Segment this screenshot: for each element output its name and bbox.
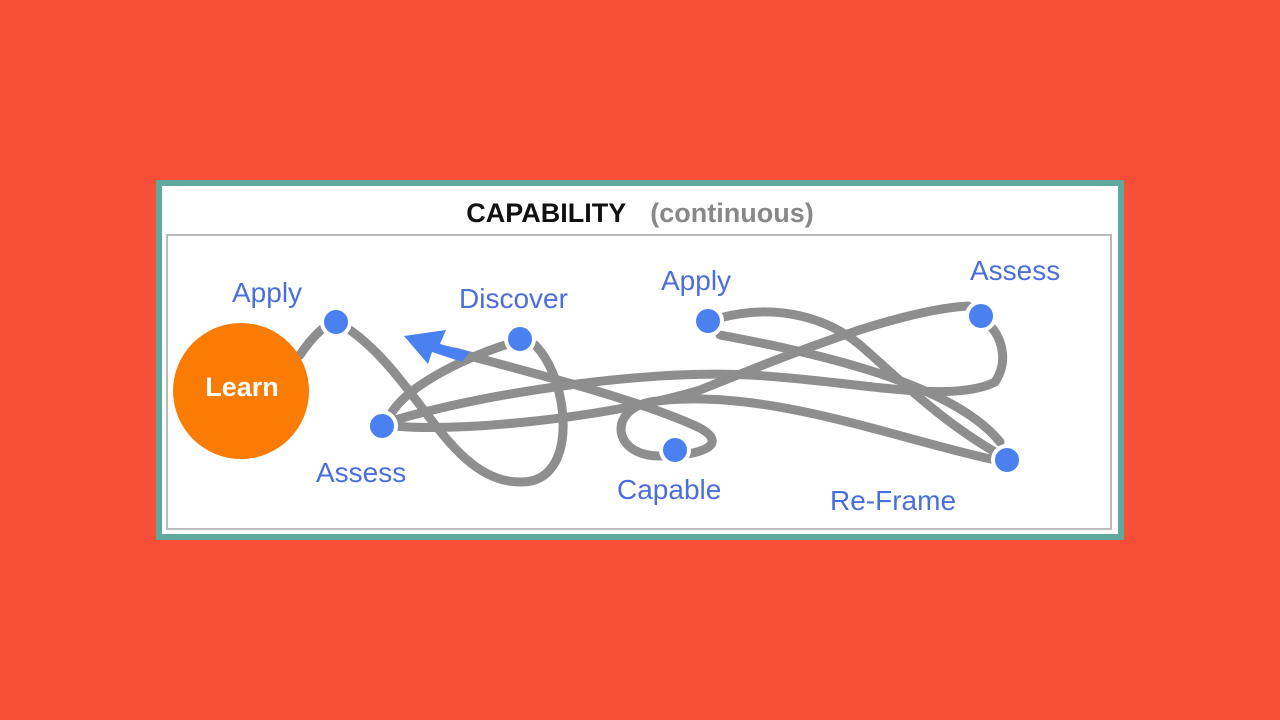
node-assess-1 [366,410,398,442]
title-sub: (continuous) [650,198,814,228]
path-apply-discover-loop [345,325,568,487]
node-discover [504,323,536,355]
diagram-title: CAPABILITY (continuous) [162,198,1118,229]
label-apply-2: Apply [661,265,731,296]
diagram-frame: CAPABILITY (continuous) [156,180,1124,540]
path-apply-top [715,307,1000,457]
path-apply-reframe [715,330,1005,447]
path-discover-assess [387,340,510,417]
label-assess-2: Assess [970,255,1060,286]
learn-label: Learn [205,372,279,402]
learn-circle [173,323,309,459]
direction-arrow-icon [404,330,470,364]
label-apply-1: Apply [232,277,302,308]
node-capable [659,434,691,466]
title-main: CAPABILITY [466,198,627,228]
path-assess-assess [390,321,1008,425]
node-assess-2 [965,300,997,332]
label-capable: Capable [617,474,721,505]
path-arrow-capable-reframe [450,347,1000,465]
node-reframe [991,444,1023,476]
label-reframe: Re-Frame [830,485,956,516]
label-assess-1: Assess [316,457,406,488]
path-assess-cross [390,301,973,432]
node-apply-2 [692,305,724,337]
diagram-card: CAPABILITY (continuous) [162,186,1118,534]
path-learn-apply [295,321,331,360]
diagram-area [166,234,1112,530]
node-apply-1 [320,306,352,338]
label-discover: Discover [459,283,568,314]
